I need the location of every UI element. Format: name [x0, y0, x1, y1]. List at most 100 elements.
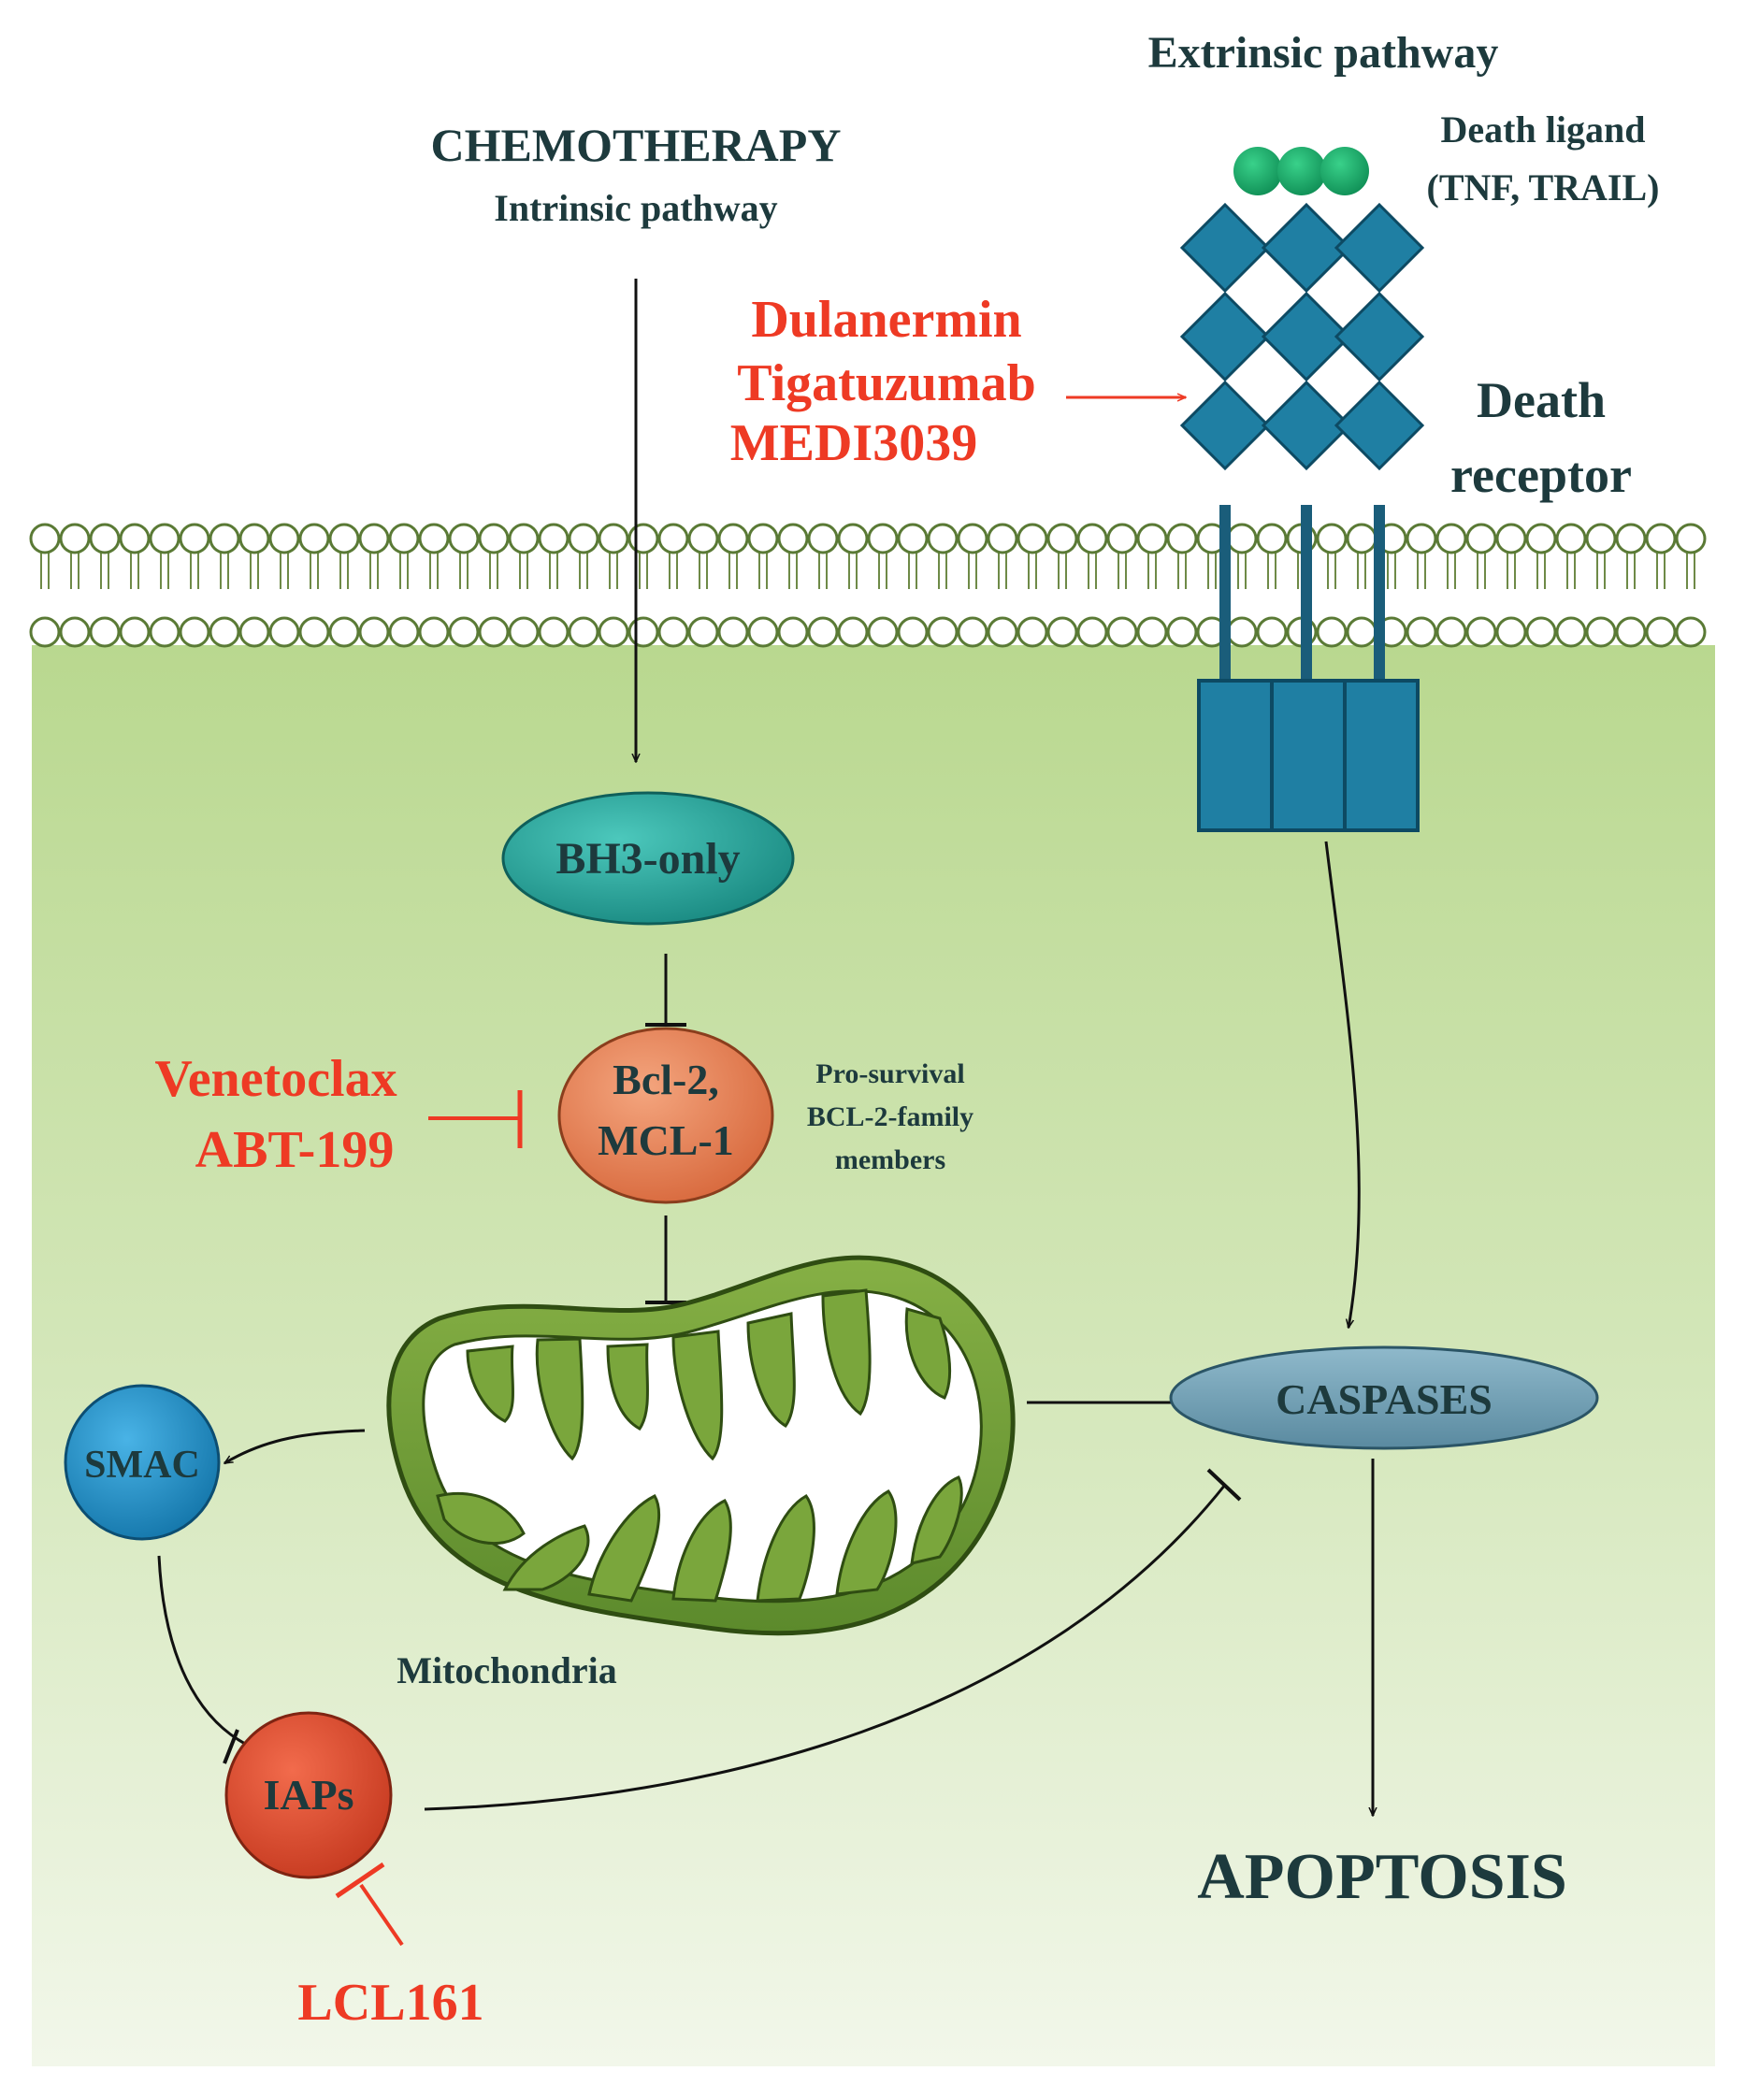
- lipid-head: [777, 523, 809, 554]
- lipid-head: [1435, 616, 1467, 648]
- iaps-label: IAPs: [263, 1771, 353, 1819]
- lipid-head: [119, 523, 151, 554]
- lipid-head: [209, 616, 240, 648]
- lipid-head: [59, 523, 91, 554]
- mitochondria: [386, 1255, 1016, 1636]
- lipid-head: [328, 616, 360, 648]
- lipid-head: [867, 523, 899, 554]
- death-ligand-molecule: [1277, 147, 1326, 195]
- bcl2-label: Bcl-2,: [613, 1056, 719, 1103]
- receptor-extracellular-domain: [1334, 291, 1425, 382]
- receptor-intracellular-domain: [1197, 679, 1420, 832]
- receptor-extracellular-domain: [1261, 380, 1352, 471]
- lipid-head: [1615, 523, 1647, 554]
- lipid-head: [717, 616, 749, 648]
- smac-inhibits-iaps: [157, 1555, 252, 1748]
- lipid-head: [1166, 523, 1198, 554]
- lipid-head: [1495, 523, 1527, 554]
- bcl-family-note-line1: Pro-survival: [815, 1058, 964, 1089]
- lipid-head: [1675, 616, 1707, 648]
- lipid-head: [448, 616, 480, 648]
- bh3-only-node: [501, 791, 795, 926]
- lipid-head: [1256, 523, 1288, 554]
- lipid-head: [89, 616, 121, 648]
- lipid-head: [867, 616, 899, 648]
- lipid-head: [388, 523, 420, 554]
- mitochondria-cristae: [436, 1288, 963, 1603]
- lipid-head: [1316, 523, 1348, 554]
- lipid-head: [478, 523, 510, 554]
- lipid-head: [1406, 616, 1437, 648]
- lipid-head: [1465, 523, 1497, 554]
- lipid-head: [807, 523, 839, 554]
- lipid-head: [747, 523, 779, 554]
- lipid-head: [1136, 616, 1168, 648]
- lipid-head: [418, 523, 450, 554]
- death-receptor-label: Death: [1477, 372, 1606, 428]
- lipid-head: [807, 616, 839, 648]
- inhibition-bar: [1206, 1468, 1242, 1502]
- lipid-head: [179, 616, 210, 648]
- drug-venetoclax: Venetoclax: [154, 1050, 397, 1108]
- lipid-head: [1555, 523, 1587, 554]
- receptor-to-caspases-arrow: [1324, 841, 1361, 1328]
- receptor-extracellular-domain: [1179, 380, 1271, 471]
- lipid-head: [957, 523, 988, 554]
- lipid-head: [298, 616, 330, 648]
- lipid-head: [987, 523, 1018, 554]
- lipid-head: [508, 523, 540, 554]
- death-receptor: [1179, 202, 1425, 832]
- caspases-label: CASPASES: [1276, 1375, 1493, 1423]
- lipid-head: [448, 523, 480, 554]
- lipid-head: [927, 523, 959, 554]
- lipid-head: [538, 616, 570, 648]
- lipid-head: [538, 523, 570, 554]
- lipid-head: [687, 616, 719, 648]
- intrinsic-pathway-label: Intrinsic pathway: [494, 187, 777, 229]
- lipid-head: [1106, 523, 1138, 554]
- lipid-head: [119, 616, 151, 648]
- lipid-head: [627, 523, 659, 554]
- lipid-head: [598, 523, 629, 554]
- drug-dulanermin: Dulanermin: [751, 291, 1021, 349]
- lipid-head: [268, 616, 300, 648]
- lipid-head: [897, 523, 929, 554]
- receptor-extracellular-domain: [1334, 202, 1425, 294]
- lipid-head: [29, 523, 61, 554]
- lipid-head: [568, 616, 599, 648]
- bh3-only-label: BH3-only: [555, 834, 740, 884]
- lipid-head: [1017, 616, 1048, 648]
- lipid-head: [1585, 616, 1617, 648]
- lipid-head: [1435, 523, 1467, 554]
- bcl-family-note-line3: members: [835, 1144, 945, 1175]
- lipid-head: [1525, 523, 1557, 554]
- caspases-node: [1169, 1345, 1599, 1450]
- lipid-head: [1226, 523, 1258, 554]
- lcl161-inhibition-bar: [335, 1862, 385, 1899]
- lipid-head: [717, 523, 749, 554]
- lipid-head: [149, 523, 180, 554]
- receptor-extracellular-domain: [1179, 291, 1271, 382]
- death-ligand-label: Death ligand: [1441, 108, 1646, 151]
- lipid-head: [687, 523, 719, 554]
- receptor-extracellular-domain: [1261, 202, 1352, 294]
- lipid-head: [478, 616, 510, 648]
- lipid-head: [657, 616, 689, 648]
- lipid-head: [1346, 616, 1377, 648]
- lipid-head: [358, 523, 390, 554]
- lipid-head: [897, 616, 929, 648]
- death-ligand-examples: (TNF, TRAIL): [1427, 166, 1660, 209]
- lipid-head: [1555, 616, 1587, 648]
- receptor-extracellular-domain: [1179, 202, 1271, 294]
- mitochondria-to-smac-arrow: [224, 1429, 366, 1465]
- lipid-head: [1046, 523, 1078, 554]
- smac-node: [64, 1384, 221, 1541]
- lipid-head: [1316, 616, 1348, 648]
- drug-lcl161: LCL161: [297, 1974, 483, 2032]
- lipid-head: [328, 523, 360, 554]
- lipid-head: [388, 616, 420, 648]
- lipid-head: [1525, 616, 1557, 648]
- lipid-head: [987, 616, 1018, 648]
- lipid-head: [568, 523, 599, 554]
- death-ligand-molecule: [1233, 147, 1282, 195]
